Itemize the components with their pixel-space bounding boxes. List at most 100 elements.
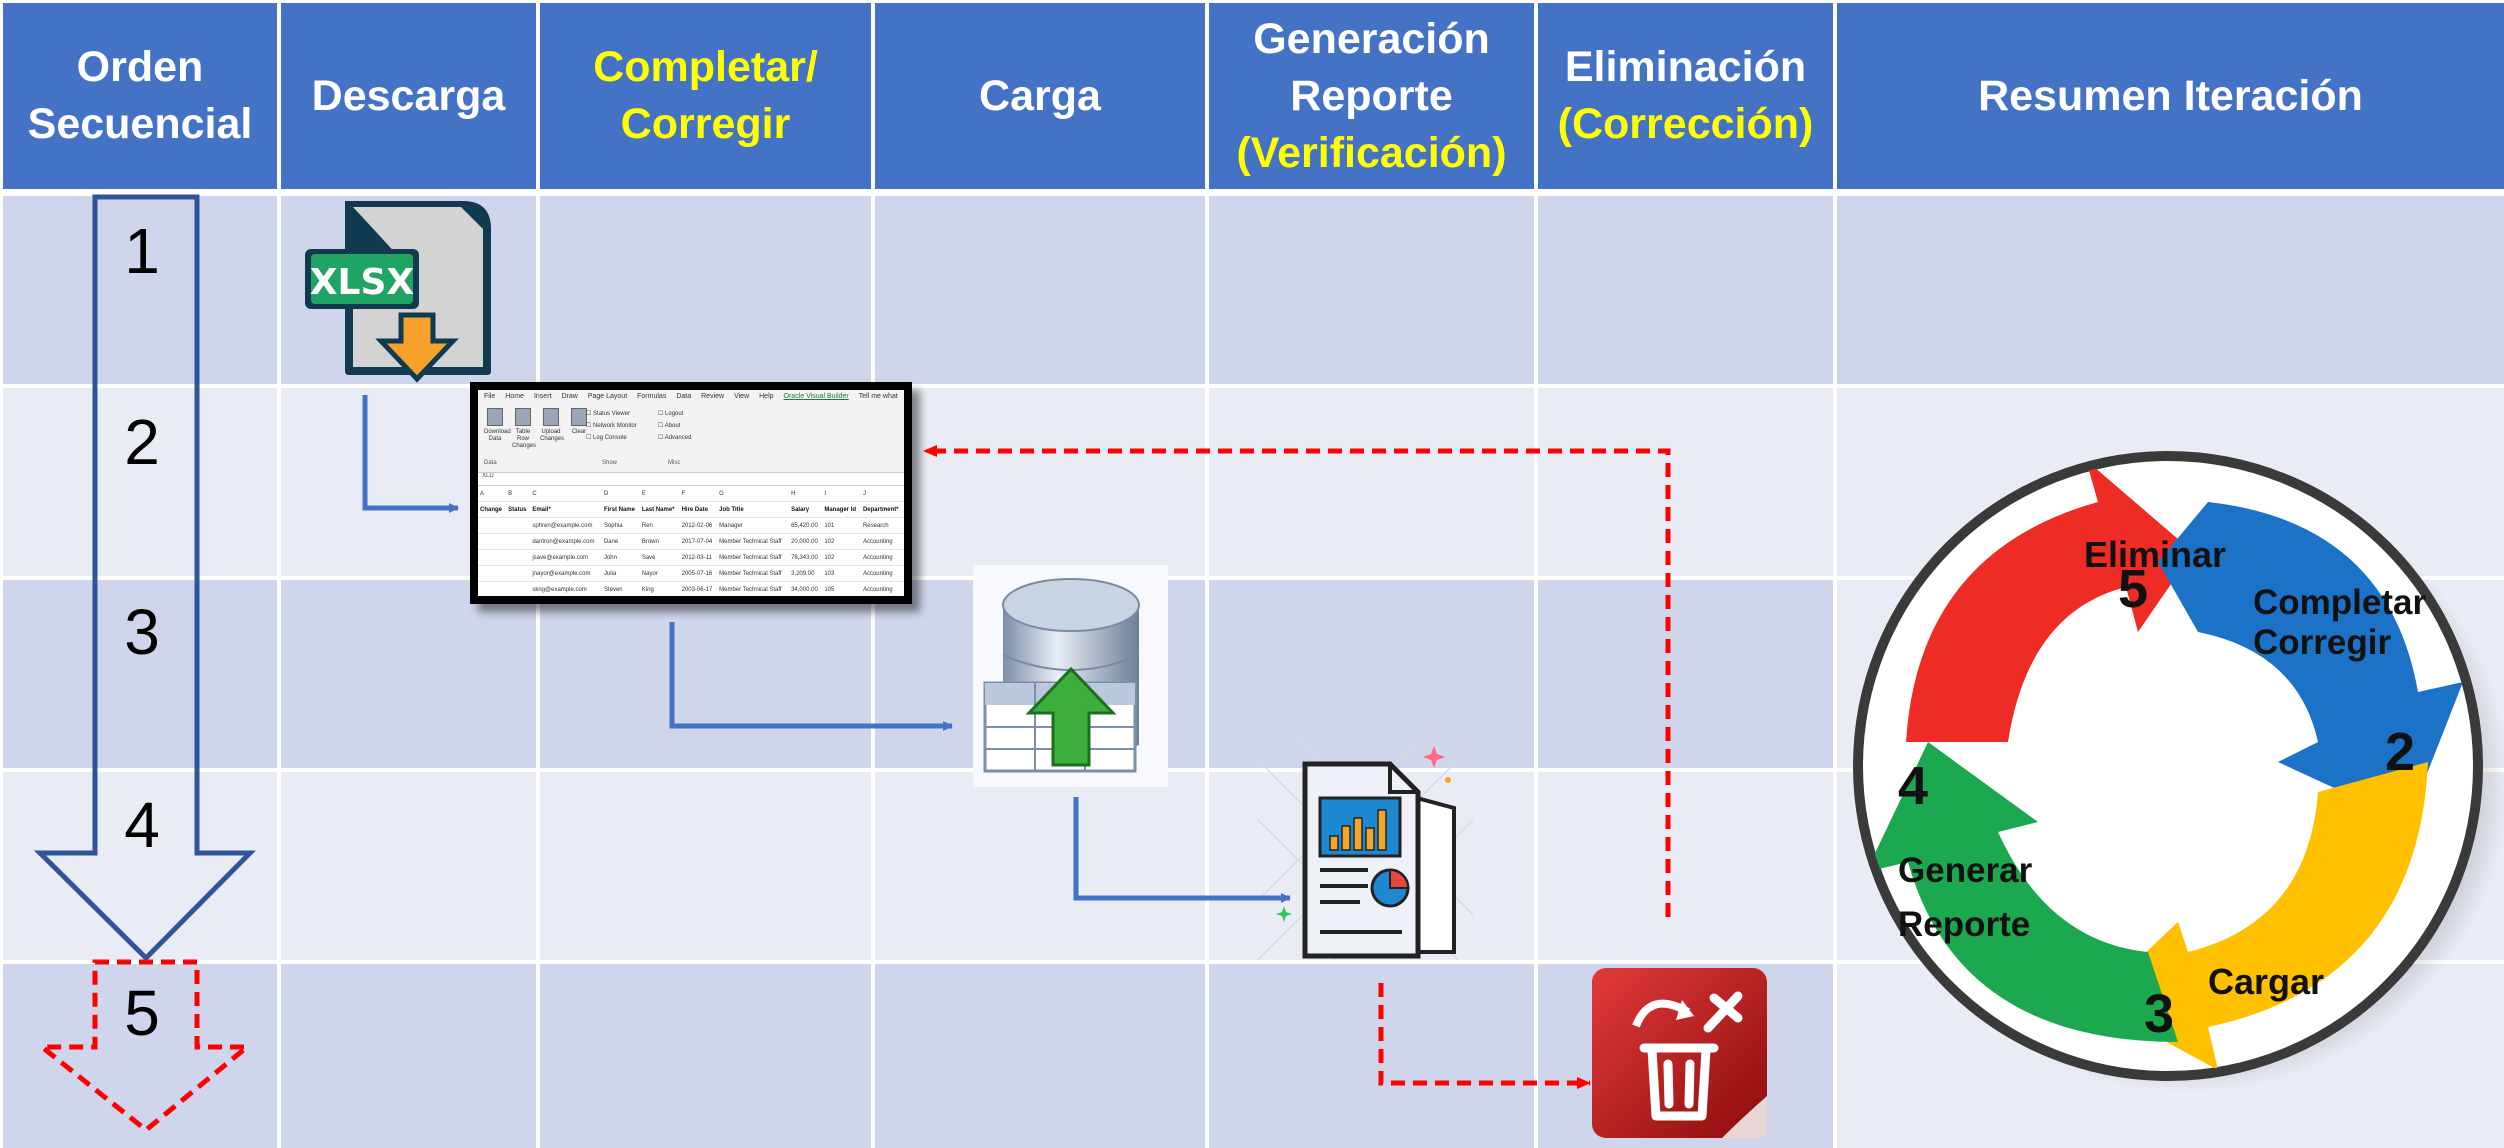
table-cell: Hire Date [679, 501, 718, 518]
table-cell [1209, 196, 1534, 384]
table-cell: 78,343.00 [789, 549, 823, 566]
spreadsheet-name-box: XLD [478, 473, 904, 486]
spreadsheet-tab: Tell me what [858, 393, 898, 400]
table-cell [3, 964, 277, 1148]
table-cell: Steven [601, 581, 640, 596]
flow-eliminacion-to-completar [923, 445, 1671, 917]
header-completar-line1: Completar/ [593, 43, 818, 91]
table-cell: J [860, 486, 904, 502]
table-cell: sphren@example.com [530, 517, 602, 534]
row-number-2: 2 [124, 406, 160, 478]
header-carga-label: Carga [979, 71, 1101, 120]
table-cell: Save [639, 549, 680, 566]
table-cell: Member Technical Staff [717, 533, 790, 550]
table-cell: E [639, 486, 680, 502]
cycle-num-3: 3 [2144, 984, 2174, 1044]
header-descarga: Descarga [281, 3, 536, 189]
table-cell: Accounting [860, 549, 904, 566]
trash-delete-icon [1592, 968, 1767, 1138]
table-cell [478, 533, 507, 550]
cycle-label-line: Corregir [2253, 623, 2391, 662]
table-cell [540, 772, 871, 960]
row-number-1: 1 [124, 215, 160, 287]
table-cell [281, 964, 536, 1148]
header-descarga-label: Descarga [311, 71, 506, 120]
ribbon-button: Download Data [484, 408, 511, 450]
ribbon-item: ☐ About [658, 423, 681, 429]
table-cell: Dane [601, 533, 640, 550]
table-cell [506, 565, 531, 582]
table-cell: Accounting [860, 565, 904, 582]
ribbon-button-label: Upload Changes [540, 429, 565, 442]
ribbon-button-icon [571, 408, 587, 426]
cycle-num-2: 2 [2385, 722, 2415, 782]
flow-reporte-to-eliminacion [1378, 983, 1591, 1089]
table-cell: jsave@example.com [530, 549, 602, 566]
table-cell: C [530, 486, 602, 502]
header-orden-secuencial: Orden Secuencial [3, 3, 277, 189]
table-cell: 2017-07-04 [679, 533, 718, 550]
table-cell: Salary [789, 501, 823, 518]
ribbon-button-icon [543, 408, 559, 426]
ribbon-item: ☐ Advanced [658, 435, 692, 441]
report-document-icon [1257, 739, 1474, 961]
table-cell: John [601, 549, 640, 566]
table-cell [540, 580, 871, 768]
header-reporte-line3: (Verificación) [1236, 128, 1507, 177]
table-cell: B [506, 486, 531, 502]
cycle-num-5: 5 [2118, 559, 2148, 619]
table-cell [478, 517, 507, 534]
table-cell: Brown [639, 533, 680, 550]
ribbon-button-label: Table Row Changes [512, 429, 537, 449]
table-cell: H [789, 486, 823, 502]
table-cell: D [601, 486, 640, 502]
table-cell [1538, 580, 1833, 768]
table-cell [506, 533, 531, 550]
table-cell: First Name [601, 501, 640, 518]
table-cell [3, 580, 277, 768]
spreadsheet-tab: Data [676, 393, 692, 400]
table-cell [506, 581, 531, 596]
table-cell: 2005-07-16 [679, 565, 718, 582]
header-eliminacion-line1: Eliminación [1564, 43, 1807, 91]
table-cell [3, 772, 277, 960]
header-cell-completar [540, 3, 871, 189]
row-number-4: 4 [124, 789, 160, 861]
header-resumen-iteracion: Resumen Iteración [1837, 3, 2504, 189]
table-cell: 34,000.00 [789, 581, 823, 596]
header-generacion-reporte: Generación Reporte (Verificación) [1209, 3, 1534, 189]
table-cell [540, 964, 871, 1148]
table-cell: Sophia [601, 517, 640, 534]
xlsx-label: XLSX [310, 262, 415, 303]
flow-completar-to-carga [669, 622, 953, 731]
table-cell: Accounting [860, 581, 904, 596]
header-reporte-line2: Reporte [1290, 71, 1453, 120]
ribbon-data-group-label: Data [484, 460, 497, 466]
table-cell: jnayor@example.com [530, 565, 602, 582]
table-cell: 20,000.00 [789, 533, 823, 550]
table-cell [1209, 580, 1534, 768]
table-cell: A [478, 486, 507, 502]
cycle-arrow-completar [2158, 502, 2463, 822]
table-cell: dantron@example.com [530, 533, 602, 550]
flow-carga-to-reporte [1073, 797, 1291, 903]
table-cell [1209, 388, 1534, 576]
header-cell-carga [875, 3, 1205, 189]
spreadsheet-tab: Page Layout [587, 393, 628, 400]
table-cell: 102 [822, 533, 861, 550]
header-cell-resumen [1837, 3, 2504, 189]
table-cell: 101 [822, 517, 861, 534]
cycle-label-line: Reporte [1898, 905, 2030, 944]
table-cell: Research [860, 517, 904, 534]
table-cell: Member Technical Staff [717, 565, 790, 582]
ribbon-item: ☐ Logout [658, 411, 684, 417]
table-cell [875, 388, 1205, 576]
